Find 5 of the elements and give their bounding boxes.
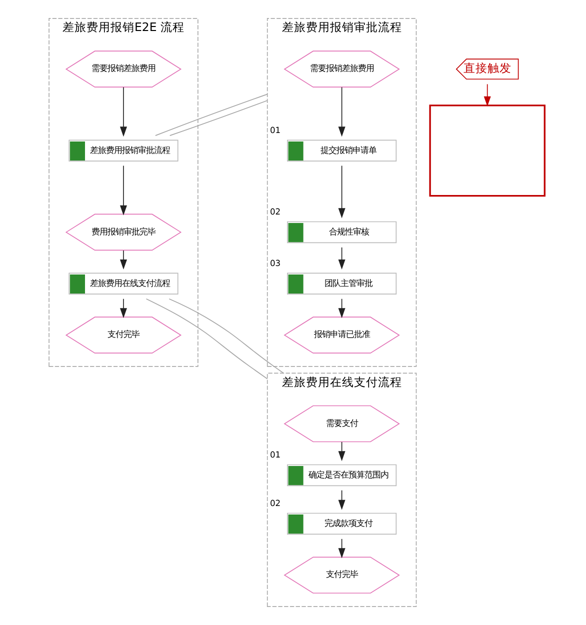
node-label: 01 <box>269 125 280 136</box>
node-label: 02 <box>269 498 280 508</box>
node-label: 03 <box>269 258 280 268</box>
node-label: 02 <box>269 206 280 217</box>
node-label: 01 <box>269 450 280 460</box>
